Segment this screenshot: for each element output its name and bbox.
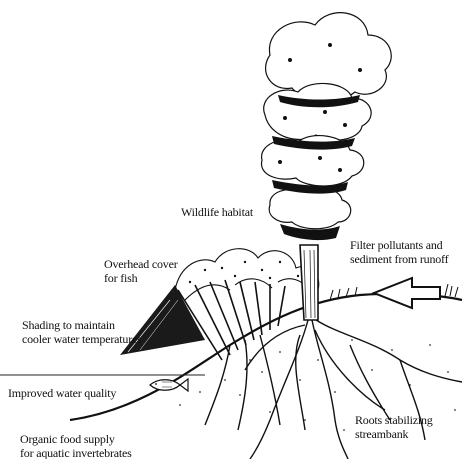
label-line: Organic food supply bbox=[20, 432, 132, 446]
label-shading: Shading to maintain cooler water tempera… bbox=[22, 318, 142, 346]
label-filter-pollutants: Filter pollutants and sediment from runo… bbox=[350, 238, 448, 266]
label-text: Improved water quality bbox=[8, 386, 116, 400]
runoff-arrow-icon bbox=[374, 278, 440, 308]
label-line: cooler water temperatures bbox=[22, 332, 142, 346]
label-line: streambank bbox=[355, 427, 433, 441]
tree-icon bbox=[261, 13, 391, 320]
label-line: for aquatic invertebrates bbox=[20, 446, 132, 459]
label-line: Roots stabilizing bbox=[355, 413, 433, 427]
label-line: for fish bbox=[104, 271, 178, 285]
label-text: Wildlife habitat bbox=[181, 205, 253, 219]
label-roots-stabilizing: Roots stabilizing streambank bbox=[355, 413, 433, 441]
label-organic-food: Organic food supply for aquatic inverteb… bbox=[20, 432, 132, 459]
label-overhead-cover: Overhead cover for fish bbox=[104, 257, 178, 285]
label-line: Shading to maintain bbox=[22, 318, 142, 332]
label-water-quality: Improved water quality bbox=[8, 386, 116, 400]
fish-icon bbox=[150, 379, 188, 391]
label-line: Filter pollutants and bbox=[350, 238, 448, 252]
label-wildlife-habitat: Wildlife habitat bbox=[181, 205, 253, 219]
label-line: Overhead cover bbox=[104, 257, 178, 271]
label-line: sediment from runoff bbox=[350, 252, 448, 266]
